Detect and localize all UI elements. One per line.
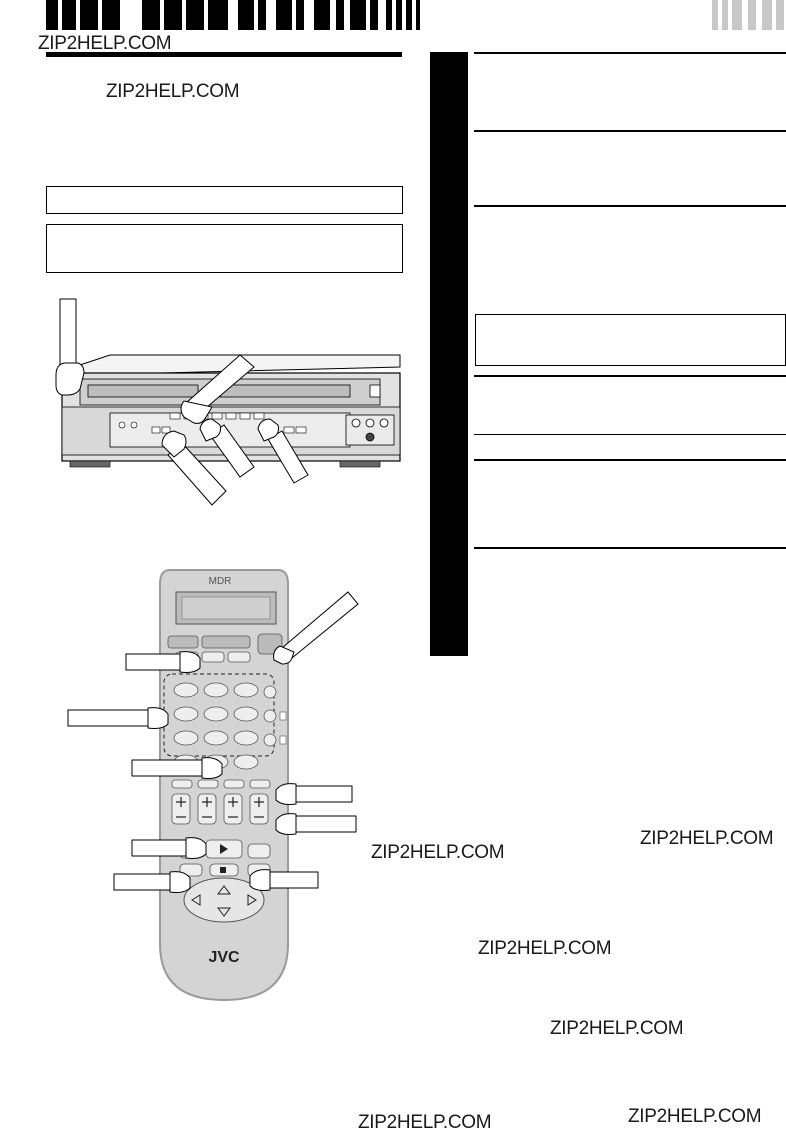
right-rule-2 (474, 130, 786, 132)
watermark-1: ZIP2HELP.COM (38, 33, 172, 54)
watermark-5: ZIP2HELP.COM (640, 828, 774, 849)
header-registration-bars (46, 0, 784, 30)
right-rule-5 (474, 434, 786, 435)
left-title-rule (46, 52, 402, 57)
watermark-6: ZIP2HELP.COM (478, 938, 612, 959)
watermark-8: ZIP2HELP.COM (358, 1112, 492, 1133)
right-rule-6 (474, 459, 786, 461)
section-sidebar-strip (430, 52, 468, 656)
right-rule-3 (474, 205, 786, 207)
remote-illustration: MDR (67, 569, 359, 1002)
note-box-2 (46, 224, 403, 273)
right-rule-7 (474, 547, 786, 549)
right-rule-1 (474, 52, 786, 54)
right-rule-4 (474, 375, 786, 377)
watermark-4: ZIP2HELP.COM (371, 842, 505, 863)
deck-illustration (55, 298, 401, 506)
watermark-2: ZIP2HELP.COM (106, 81, 240, 102)
remote-top-label: MDR (209, 576, 232, 587)
watermark-7: ZIP2HELP.COM (550, 1018, 684, 1039)
watermark-9: ZIP2HELP.COM (628, 1106, 762, 1127)
remote-brand-label: JVC (208, 949, 240, 966)
note-box-1 (46, 186, 403, 214)
right-note-box (475, 314, 786, 366)
